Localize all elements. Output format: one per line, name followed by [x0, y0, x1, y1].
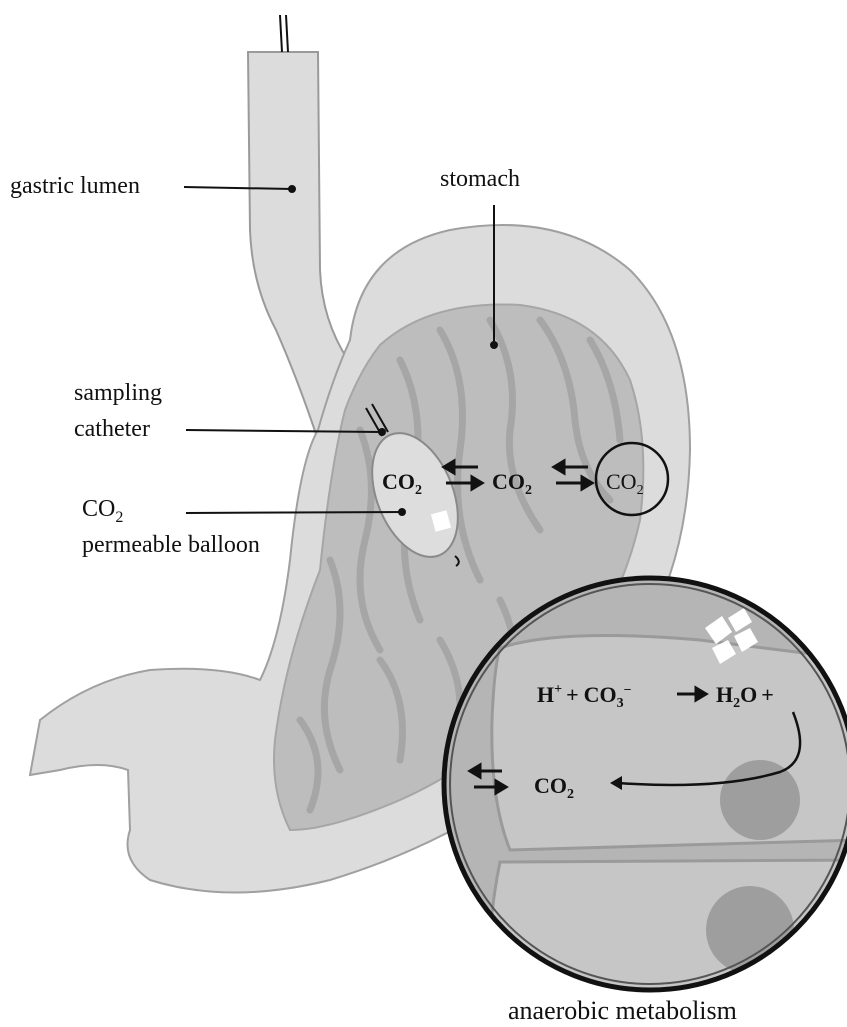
catheter-wire: [286, 15, 288, 52]
nucleus: [706, 886, 794, 974]
label-permeable-balloon: permeable balloon: [82, 532, 260, 558]
leader-balloon: [186, 512, 402, 513]
leader-dot: [399, 509, 405, 515]
label-gastric-lumen: gastric lumen: [10, 173, 140, 199]
label-sampling: sampling: [74, 380, 162, 406]
label-co2-balloon: CO2: [82, 496, 123, 526]
equation-products: H2O+: [716, 682, 774, 711]
nucleus: [720, 760, 800, 840]
caption-anaerobic-metabolism: anaerobic metabolism: [508, 996, 737, 1025]
leader-dot: [379, 429, 385, 435]
label-stomach: stomach: [440, 166, 520, 192]
catheter-wire: [280, 15, 282, 52]
leader-dot: [491, 342, 497, 348]
label-catheter: catheter: [74, 416, 150, 442]
inset-cells: [489, 608, 847, 1000]
leader-dot: [289, 186, 295, 192]
